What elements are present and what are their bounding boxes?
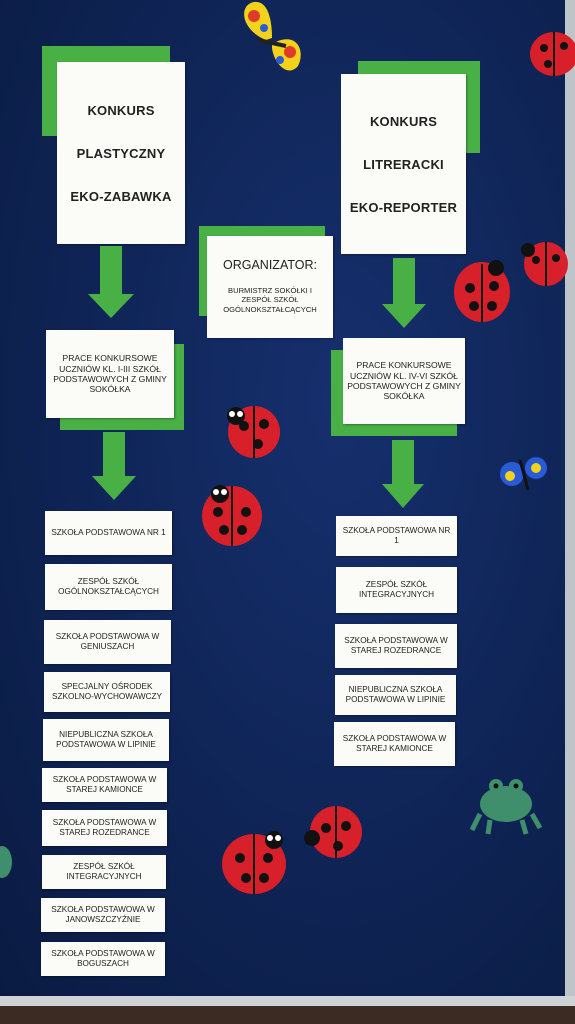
left-title-line: PLASTYCZNY (76, 145, 166, 161)
ladybug-icon (454, 242, 568, 322)
right-title-line: LITRERACKI (363, 156, 444, 172)
left-school-card: SZKOŁA PODSTAWOWA W STAREJ KAMIONCE (42, 768, 167, 802)
ladybug-icon (222, 806, 362, 894)
frog-icon (0, 846, 12, 878)
left-school-card: SZKOŁA PODSTAWOWA W STAREJ ROZEDRANCE (42, 810, 167, 846)
ladybug-icon (530, 32, 575, 76)
butterfly-icon (500, 457, 547, 491)
right-school-card: SZKOŁA PODSTAWOWA W STAREJ KAMIONCE (334, 722, 455, 766)
ladybug-icon (202, 485, 262, 546)
left-school-card: SZKOŁA PODSTAWOWA W GENIUSZACH (44, 620, 171, 664)
right-works-card: PRACE KONKURSOWE UCZNIÓW KL. IV-VI SZKÓŁ… (343, 338, 465, 424)
down-arrow-icon (92, 432, 136, 500)
right-title-line: EKO-REPORTER (349, 199, 458, 215)
left-school-card: SZKOŁA PODSTAWOWA W BOGUSZACH (41, 942, 165, 976)
left-title-line: KONKURS (87, 102, 155, 118)
down-arrow-icon (88, 246, 134, 318)
left-title-card: KONKURS PLASTYCZNY EKO-ZABAWKA (57, 62, 185, 244)
left-school-card: ZESPÓŁ SZKÓŁ INTEGRACYJNYCH (42, 855, 166, 889)
right-school-card: ZESPÓŁ SZKÓŁ INTEGRACYJNYCH (336, 567, 457, 613)
left-school-card: NIEPUBLICZNA SZKOŁA PODSTAWOWA W LIPINIE (43, 719, 169, 761)
down-arrow-icon (382, 440, 424, 508)
board-frame-right (565, 0, 575, 1006)
left-title-line: EKO-ZABAWKA (70, 188, 172, 204)
organizer-text: BURMISTRZ SOKÓŁKI I ZESPÓŁ SZKÓŁ OGÓLNOK… (223, 286, 317, 314)
left-school-card: SZKOŁA PODSTAWOWA NR 1 (45, 511, 172, 555)
floor (0, 1006, 575, 1024)
down-arrow-icon (382, 258, 426, 328)
ladybug-icon (227, 406, 280, 458)
right-title-card: KONKURS LITRERACKI EKO-REPORTER (341, 74, 466, 254)
left-school-card: ZESPÓŁ SZKÓŁ OGÓLNOKSZTAŁCĄCYCH (45, 564, 172, 610)
left-school-card: SZKOŁA PODSTAWOWA W JANOWSZCZYŹNIE (41, 898, 165, 932)
board-frame-bottom (0, 996, 575, 1006)
left-works-card: PRACE KONKURSOWE UCZNIÓW KL. I-III SZKÓŁ… (46, 330, 174, 418)
left-school-card: SPECJALNY OŚRODEK SZKOLNO-WYCHOWAWCZY (44, 672, 170, 712)
right-school-card: SZKOŁA PODSTAWOWA W STAREJ ROZEDRANCE (335, 624, 457, 668)
butterfly-icon (244, 1, 301, 71)
right-title-line: KONKURS (369, 113, 438, 129)
organizer-heading: ORGANIZATOR: (223, 258, 317, 273)
right-school-card: SZKOŁA PODSTAWOWA NR 1 (336, 516, 457, 556)
frog-icon (470, 779, 542, 835)
organizer-card: ORGANIZATOR: BURMISTRZ SOKÓŁKI I ZESPÓŁ … (207, 236, 333, 338)
right-school-card: NIEPUBLICZNA SZKOŁA PODSTAWOWA W LIPINIE (335, 675, 456, 715)
